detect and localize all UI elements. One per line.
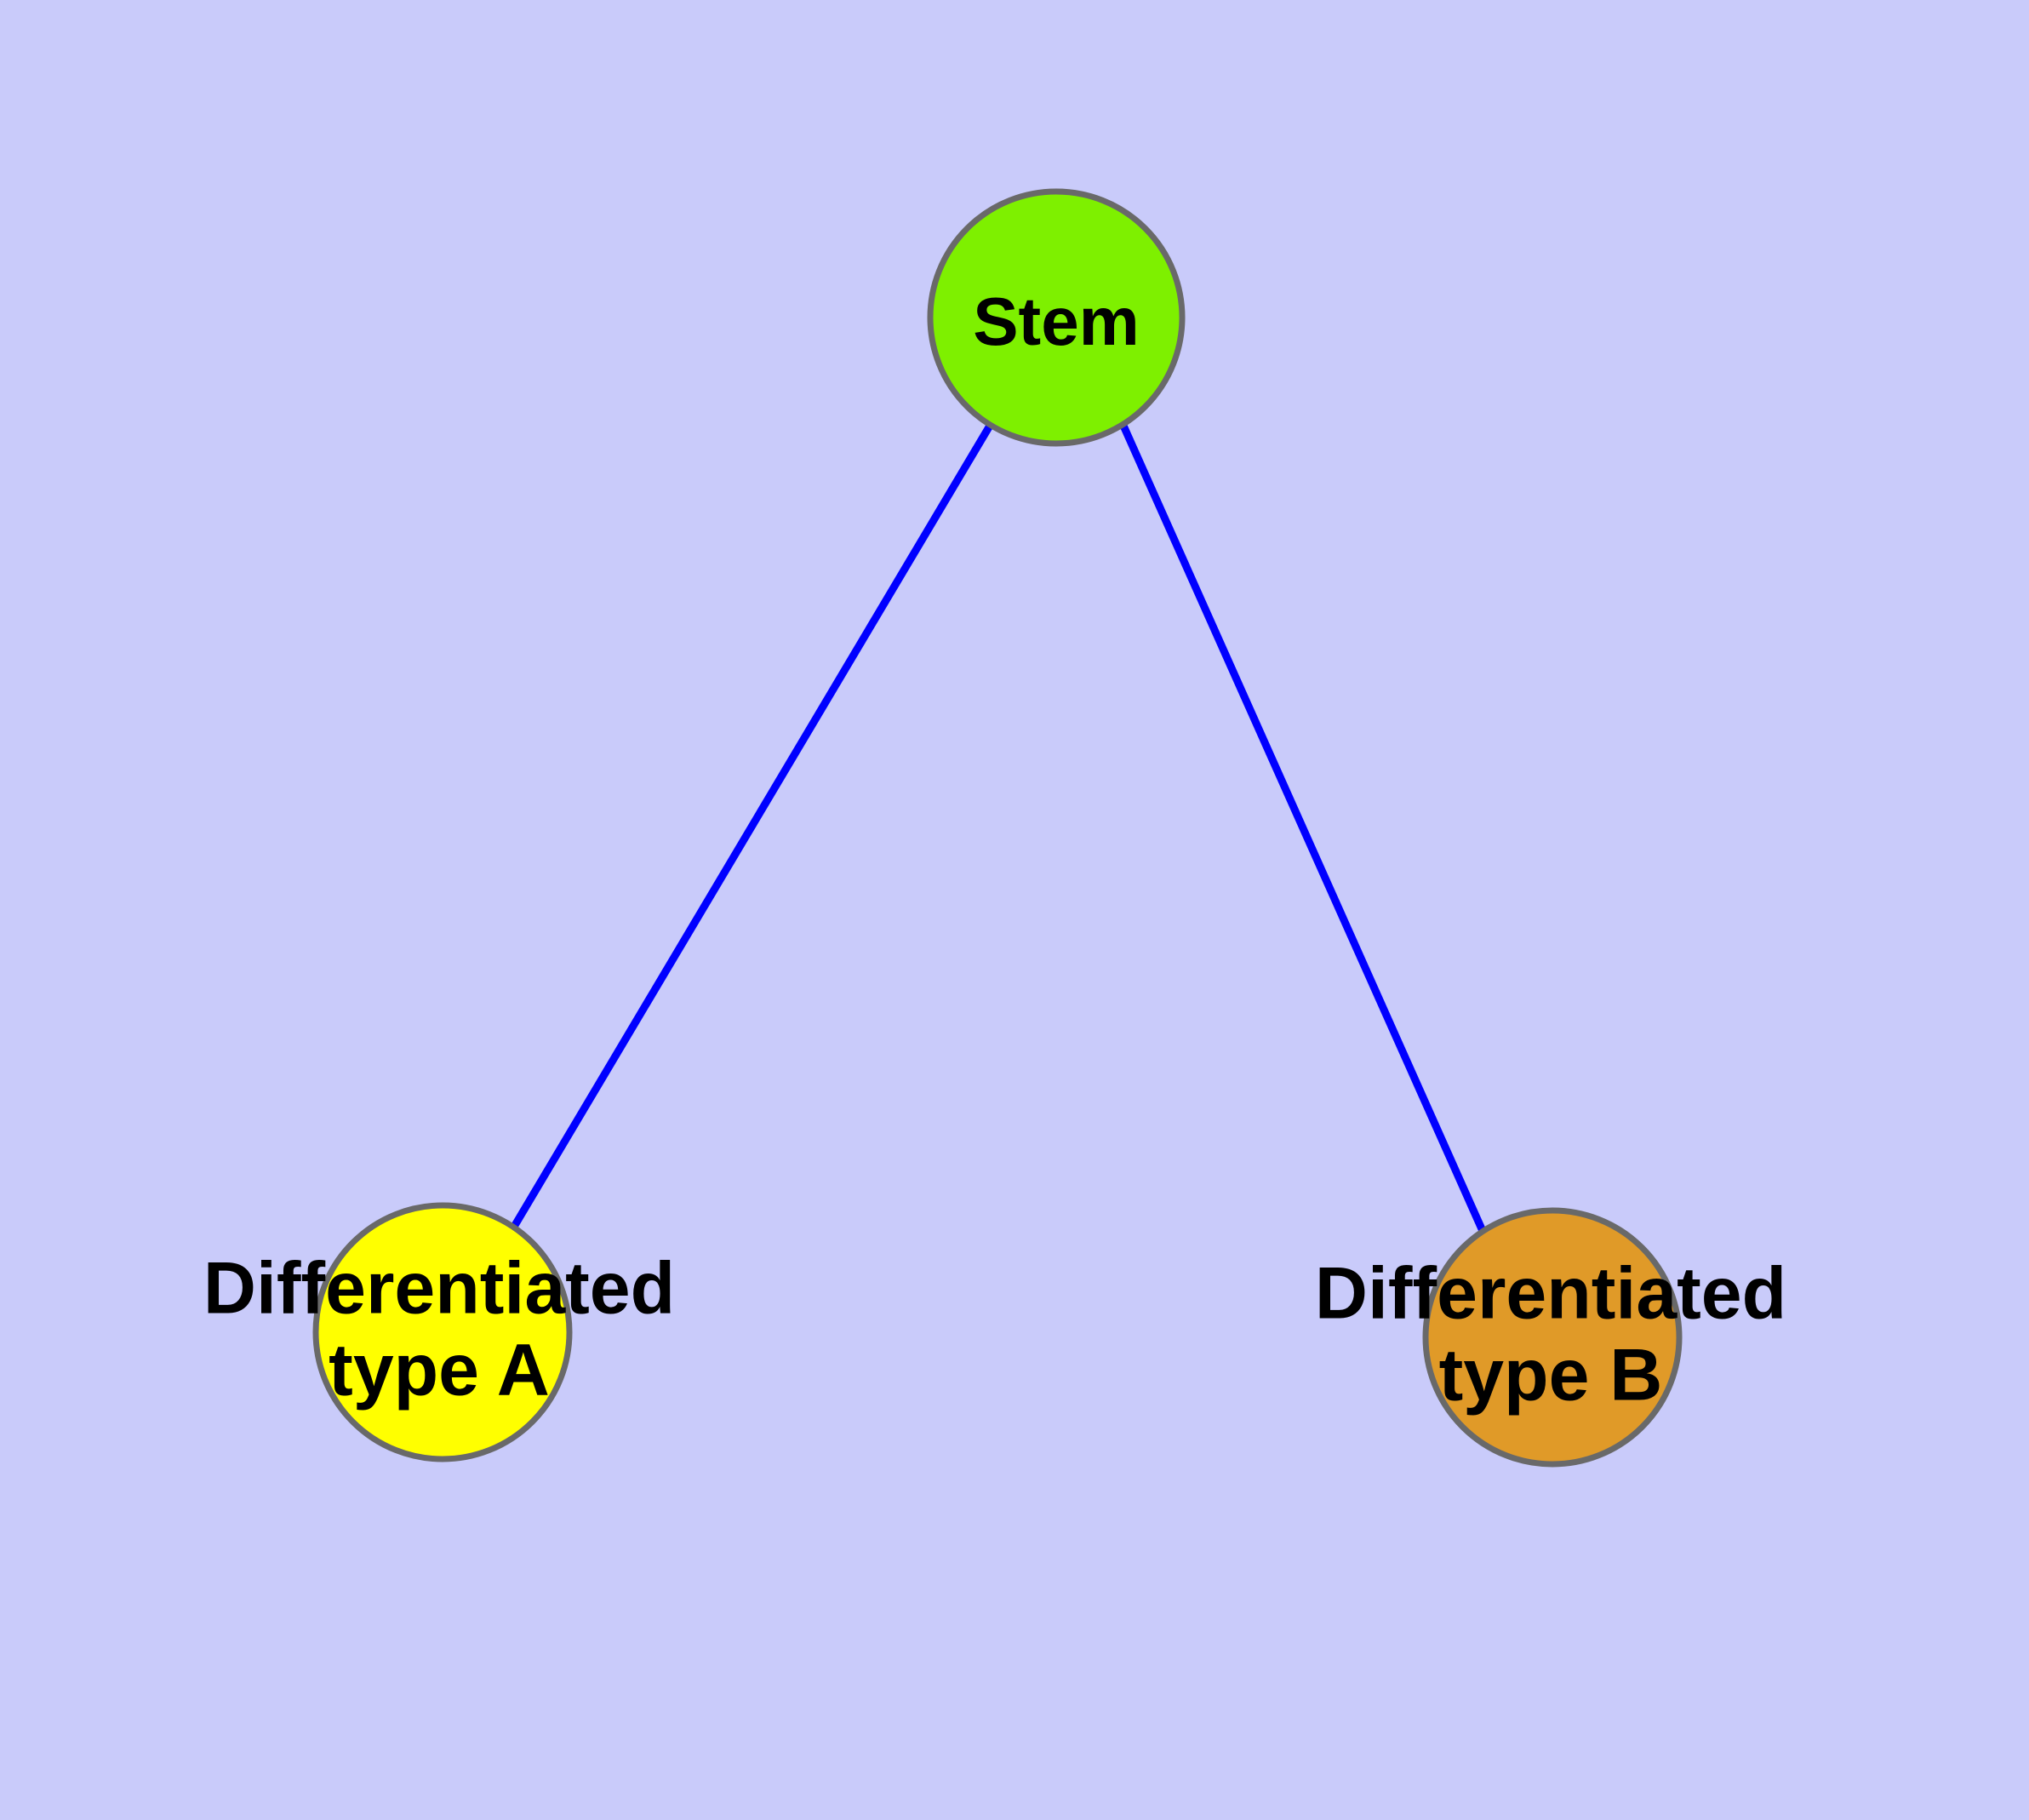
node-differentiated-type-a[interactable] (312, 1202, 573, 1462)
node-stem[interactable] (927, 188, 1186, 447)
edge-stem-to-differentiated-type-a[interactable] (511, 423, 993, 1229)
edge-stem-to-differentiated-type-b[interactable] (1119, 424, 1487, 1233)
node-differentiated-type-b[interactable] (1422, 1207, 1683, 1468)
